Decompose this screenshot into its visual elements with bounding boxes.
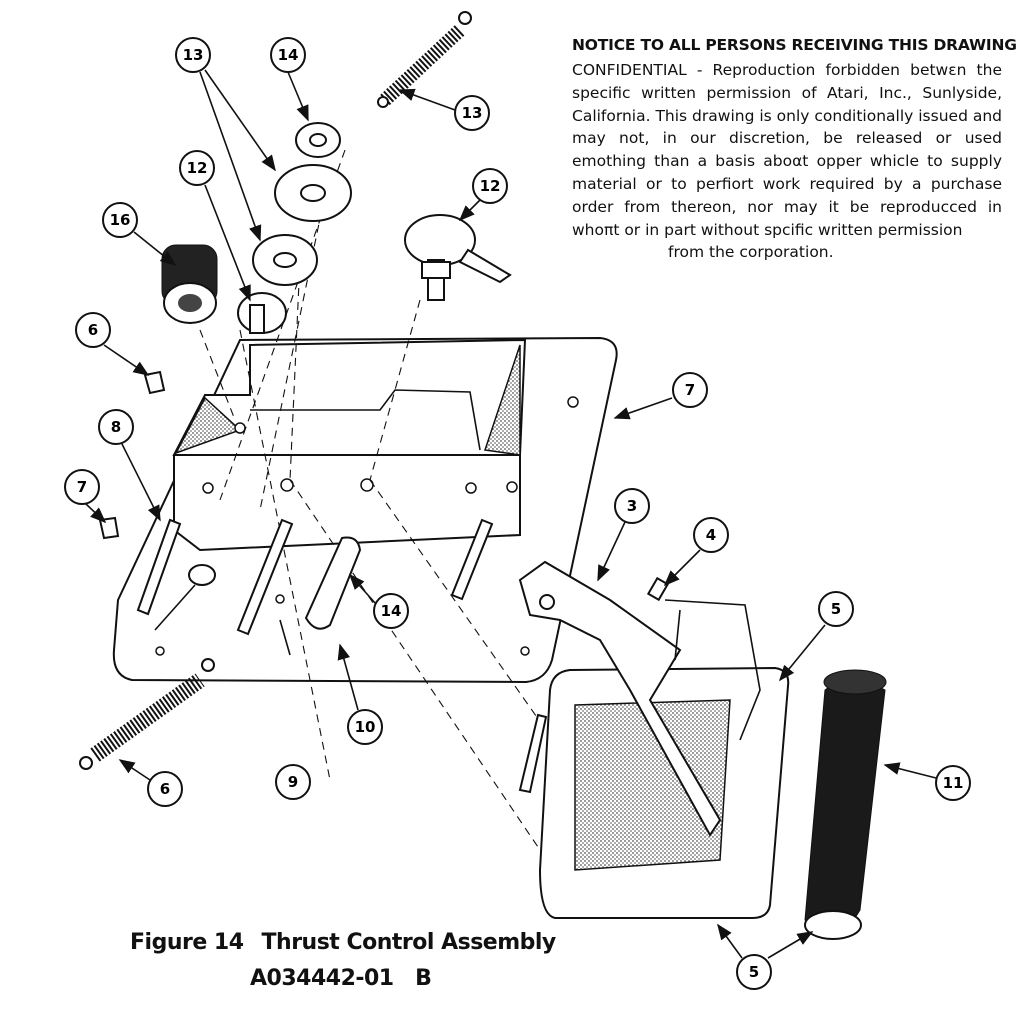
svg-text:12: 12 <box>187 159 208 177</box>
figure-number: Figure 14 <box>130 930 244 955</box>
svg-text:6: 6 <box>88 321 98 339</box>
callout-9: 9 <box>275 764 311 800</box>
springs <box>79 11 472 770</box>
thrust-lever <box>518 560 790 919</box>
pins <box>98 370 670 794</box>
notice-body: CONFIDENTIAL - Reproduction forbidden be… <box>572 59 1002 264</box>
svg-text:5: 5 <box>831 600 841 618</box>
callout-14: 14 <box>270 37 306 73</box>
svg-text:14: 14 <box>381 602 402 620</box>
callout-16: 16 <box>102 202 138 238</box>
callout-5: 5 <box>818 591 854 627</box>
callout-8: 8 <box>98 409 134 445</box>
callout-12: 12 <box>179 150 215 186</box>
svg-text:14: 14 <box>278 46 299 64</box>
figure-caption: Figure 14 Thrust Control Assembly <box>130 930 574 955</box>
part-number: A034442-01 B <box>250 966 432 991</box>
callout-14-shaft: 14 <box>373 593 409 629</box>
knob-nut <box>161 244 218 324</box>
callout-4: 4 <box>693 517 729 553</box>
svg-text:10: 10 <box>355 718 376 736</box>
svg-text:7: 7 <box>77 478 87 496</box>
callout-11: 11 <box>935 765 971 801</box>
callout-6: 6 <box>75 312 111 348</box>
svg-text:12: 12 <box>480 177 501 195</box>
svg-text:16: 16 <box>110 211 131 229</box>
callout-10: 10 <box>347 709 383 745</box>
callout-6-spring: 6 <box>147 771 183 807</box>
svg-text:7: 7 <box>685 381 695 399</box>
svg-text:13: 13 <box>462 104 483 122</box>
svg-text:3: 3 <box>627 497 637 515</box>
leader-lines <box>85 69 937 959</box>
notice-heading: NOTICE TO ALL PERSONS RECEIVING THIS DRA… <box>572 36 1017 54</box>
svg-text:13: 13 <box>183 46 204 64</box>
confidentiality-notice: NOTICE TO ALL PERSONS RECEIVING THIS DRA… <box>572 36 1017 264</box>
callout-13-spring: 13 <box>454 95 490 131</box>
handle-grip <box>804 669 887 940</box>
svg-text:8: 8 <box>111 418 121 436</box>
callout-13: 13 <box>175 37 211 73</box>
svg-text:11: 11 <box>943 774 964 792</box>
notice-last-line: from the corporation. <box>668 243 834 262</box>
figure-title: Thrust Control Assembly <box>261 930 557 955</box>
callout-7: 7 <box>672 372 708 408</box>
callout-5-bottom: 5 <box>736 954 772 990</box>
washers <box>237 122 352 334</box>
potentiometer <box>404 214 512 301</box>
bracket-box <box>172 338 527 552</box>
notice-text: CONFIDENTIAL - Reproduction forbidden be… <box>572 61 1002 239</box>
svg-text:4: 4 <box>706 526 716 544</box>
svg-text:9: 9 <box>288 773 298 791</box>
callout-12-pot: 12 <box>472 168 508 204</box>
svg-text:5: 5 <box>749 963 759 981</box>
callout-7-nut: 7 <box>64 469 100 505</box>
svg-text:6: 6 <box>160 780 170 798</box>
callout-3: 3 <box>614 488 650 524</box>
